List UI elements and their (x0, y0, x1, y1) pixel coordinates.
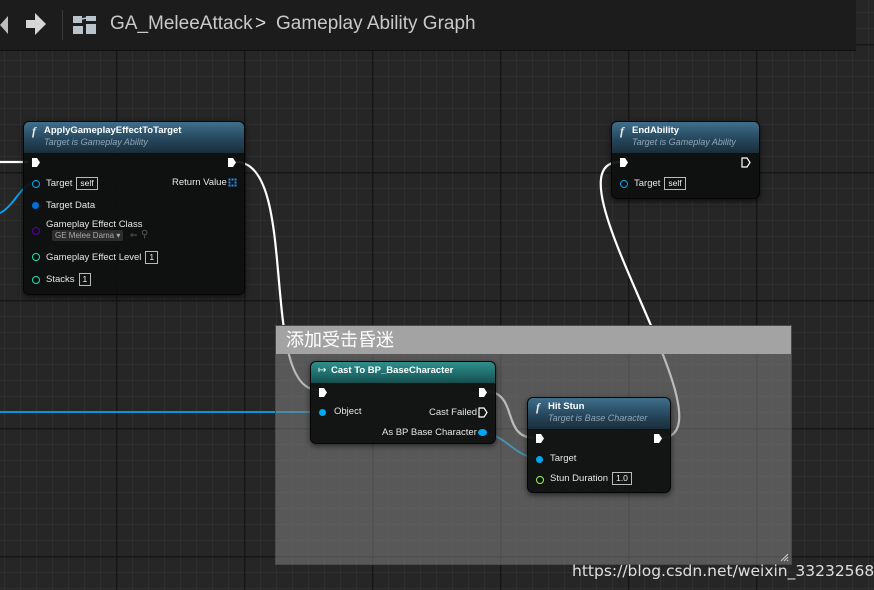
exec-out-pin-icon[interactable] (653, 433, 663, 444)
blueprint-graph-icon (73, 16, 96, 34)
pin-label: Target (634, 178, 661, 190)
exec-in-pin-icon[interactable] (619, 157, 629, 168)
function-icon: f (620, 124, 624, 138)
node-header[interactable]: f ApplyGameplayEffectToTarget Target is … (24, 122, 244, 153)
effect-level-pin-icon[interactable] (32, 253, 40, 261)
node-subtitle: Target is Gameplay Ability (632, 137, 736, 147)
target-data-pin: Target Data (46, 200, 95, 211)
breadcrumb-graph[interactable]: Gameplay Ability Graph (276, 13, 476, 34)
function-icon: f (536, 400, 540, 414)
node-header[interactable]: f Hit Stun Target is Base Character (528, 398, 670, 429)
node-subtitle: Target is Gameplay Ability (44, 137, 148, 147)
resize-grip-icon[interactable] (779, 552, 789, 562)
pin-label: Cast Failed (429, 407, 478, 418)
node-header[interactable]: ↦ Cast To BP_BaseCharacter (311, 362, 495, 383)
exec-in-pin-icon[interactable] (535, 433, 545, 444)
cast-arrow-icon: ↦ (318, 365, 327, 376)
node-header[interactable]: f EndAbility Target is Gameplay Ability (612, 122, 759, 153)
exec-out-pin-icon[interactable] (227, 157, 237, 168)
target-pin-icon[interactable] (32, 180, 40, 188)
target-pin: Target (550, 453, 576, 464)
cast-failed-pin: Cast Failed (429, 407, 477, 418)
effect-class-pin-icon[interactable] (32, 227, 40, 235)
pin-label: Object (334, 406, 362, 417)
pin-label: Stacks (46, 274, 75, 286)
target-pin-icon[interactable] (536, 456, 543, 463)
target-data-pin-icon[interactable] (32, 202, 39, 209)
pin-label: Gameplay Effect Class (46, 219, 143, 230)
pin-label: Target (46, 178, 73, 190)
graph-toolbar: GA_MeleeAttack > Gameplay Ability Graph (0, 0, 856, 51)
pin-label: As BP Base Character (382, 427, 477, 438)
comment-title[interactable]: 添加受击昏迷 (276, 326, 791, 354)
return-value-pin: Return Value (172, 177, 227, 188)
breadcrumb-separator: > (255, 13, 267, 34)
node-title: ApplyGameplayEffectToTarget (44, 125, 182, 136)
node-title: Hit Stun (548, 401, 585, 412)
stacks-pin-icon[interactable] (32, 276, 40, 284)
target-default-value[interactable]: self (664, 177, 686, 190)
chevron-down-icon: ▾ (116, 231, 121, 240)
forward-arrow-icon[interactable] (24, 11, 48, 37)
node-cast-to-bp-basecharacter[interactable]: ↦ Cast To BP_BaseCharacter Object Cast F… (310, 361, 496, 444)
object-pin: Object (334, 406, 361, 417)
pin-label: Target (550, 453, 577, 464)
as-bp-base-character-pin-icon[interactable] (478, 429, 487, 436)
breadcrumb-blueprint[interactable]: GA_MeleeAttack (110, 13, 253, 34)
exec-in-pin-icon[interactable] (31, 157, 41, 168)
struct-grid-pin-icon[interactable] (228, 178, 237, 187)
watermark: https://blog.csdn.net/weixin_33232568 (572, 562, 874, 580)
node-title: EndAbility (632, 125, 679, 136)
pin-label: Return Value (172, 177, 227, 188)
exec-out-pin-unconnected-icon[interactable] (741, 157, 751, 168)
node-title: Cast To BP_BaseCharacter (331, 365, 454, 376)
target-pin-icon[interactable] (620, 180, 628, 188)
effect-class-pin: Gameplay Effect Class (46, 219, 142, 230)
as-bp-base-character-pin: As BP Base Character (382, 427, 477, 438)
function-icon: f (32, 124, 36, 138)
dropdown-value: GE Melee Dama (55, 231, 115, 240)
use-selected-arrow-icon[interactable]: ⇐ (130, 230, 138, 240)
node-hit-stun[interactable]: f Hit Stun Target is Base Character Targ… (527, 397, 671, 493)
stun-duration-pin-icon[interactable] (536, 476, 544, 484)
object-pin-icon[interactable] (319, 409, 326, 416)
browse-search-icon[interactable]: ⚲ (141, 229, 149, 240)
pin-label: Gameplay Effect Level (46, 252, 142, 264)
node-apply-gameplay-effect[interactable]: f ApplyGameplayEffectToTarget Target is … (23, 121, 245, 295)
exec-out-pin-icon[interactable] (478, 387, 488, 398)
effect-class-dropdown[interactable]: GE Melee Dama ▾ (52, 230, 124, 241)
target-default-value[interactable]: self (76, 177, 98, 190)
pin-label: Stun Duration (550, 473, 609, 485)
pin-label: Target Data (46, 200, 96, 211)
exec-cast-failed-pin-icon[interactable] (478, 407, 488, 418)
node-end-ability[interactable]: f EndAbility Target is Gameplay Ability … (611, 121, 760, 199)
effect-level-value[interactable]: 1 (145, 251, 159, 264)
back-arrow-icon[interactable] (0, 16, 8, 34)
stun-duration-value[interactable]: 1.0 (612, 472, 632, 485)
node-subtitle: Target is Base Character (548, 413, 648, 423)
exec-in-pin-icon[interactable] (318, 387, 328, 398)
toolbar-divider (62, 10, 63, 40)
stacks-value[interactable]: 1 (78, 273, 92, 286)
